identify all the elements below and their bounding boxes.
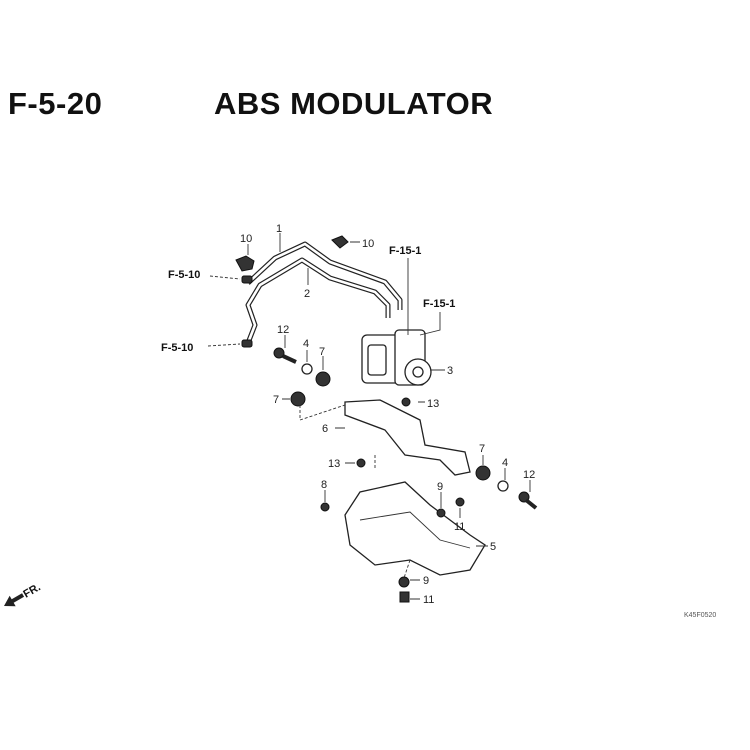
front-direction-arrow: FR. xyxy=(4,581,43,607)
abs-modulator[interactable] xyxy=(361,329,432,386)
page-title: ABS MODULATOR xyxy=(214,86,494,121)
grommet-8[interactable] xyxy=(320,502,330,512)
pipe-clamp[interactable] xyxy=(331,235,349,249)
callout-9: 9 xyxy=(437,481,443,493)
bolt-11[interactable] xyxy=(455,497,465,507)
abs-cover[interactable] xyxy=(344,481,486,576)
callout-4: 4 xyxy=(303,338,309,350)
rubber-mount-7[interactable] xyxy=(290,391,306,407)
reference-f-5-10[interactable]: F-5-10 xyxy=(161,342,193,354)
callout-6: 6 xyxy=(322,423,328,435)
bolt-12[interactable] xyxy=(518,491,538,510)
callout-7: 7 xyxy=(319,346,325,358)
rubber-mount-7[interactable] xyxy=(475,465,491,481)
callout-12: 12 xyxy=(523,469,535,481)
callout-13: 13 xyxy=(427,398,439,410)
callout-3: 3 xyxy=(447,365,453,377)
callout-13: 13 xyxy=(328,458,340,470)
reference-f-5-10[interactable]: F-5-10 xyxy=(168,269,200,281)
callout-4: 4 xyxy=(502,457,508,469)
callout-10: 10 xyxy=(240,233,252,245)
reference-f-15-1[interactable]: F-15-1 xyxy=(389,245,421,257)
callout-7: 7 xyxy=(273,394,279,406)
drawing-code: K45F0520 xyxy=(684,612,716,619)
pipe-fitting xyxy=(241,275,253,284)
washer-9[interactable] xyxy=(436,508,446,518)
callout-9: 9 xyxy=(423,575,429,587)
callout-5: 5 xyxy=(490,541,496,553)
reference-f-15-1[interactable]: F-15-1 xyxy=(423,298,455,310)
section-code: F-5-20 xyxy=(8,86,103,121)
bolt-12[interactable] xyxy=(273,347,297,364)
callout-8: 8 xyxy=(321,479,327,491)
callout-7: 7 xyxy=(479,443,485,455)
brake-pipe-2[interactable] xyxy=(245,257,391,344)
pipe-clamp[interactable] xyxy=(235,255,255,272)
callout-11: 11 xyxy=(454,521,465,533)
collar-4[interactable] xyxy=(497,480,509,492)
front-direction-label: FR. xyxy=(21,581,42,600)
mounting-bracket[interactable] xyxy=(344,399,471,476)
washer-9[interactable] xyxy=(398,576,410,588)
bolt-11[interactable] xyxy=(399,591,410,603)
callout-1: 1 xyxy=(276,223,282,235)
brake-pipe-1[interactable] xyxy=(246,241,403,310)
nut-13[interactable] xyxy=(356,458,366,468)
nut-13[interactable] xyxy=(401,397,411,407)
collar-4[interactable] xyxy=(301,363,313,375)
pipe-fitting xyxy=(241,339,253,348)
callout-10: 10 xyxy=(362,238,374,250)
callout-11: 11 xyxy=(423,594,434,606)
callout-2: 2 xyxy=(304,288,310,300)
callout-12: 12 xyxy=(277,324,289,336)
rubber-mount-7[interactable] xyxy=(315,371,331,387)
